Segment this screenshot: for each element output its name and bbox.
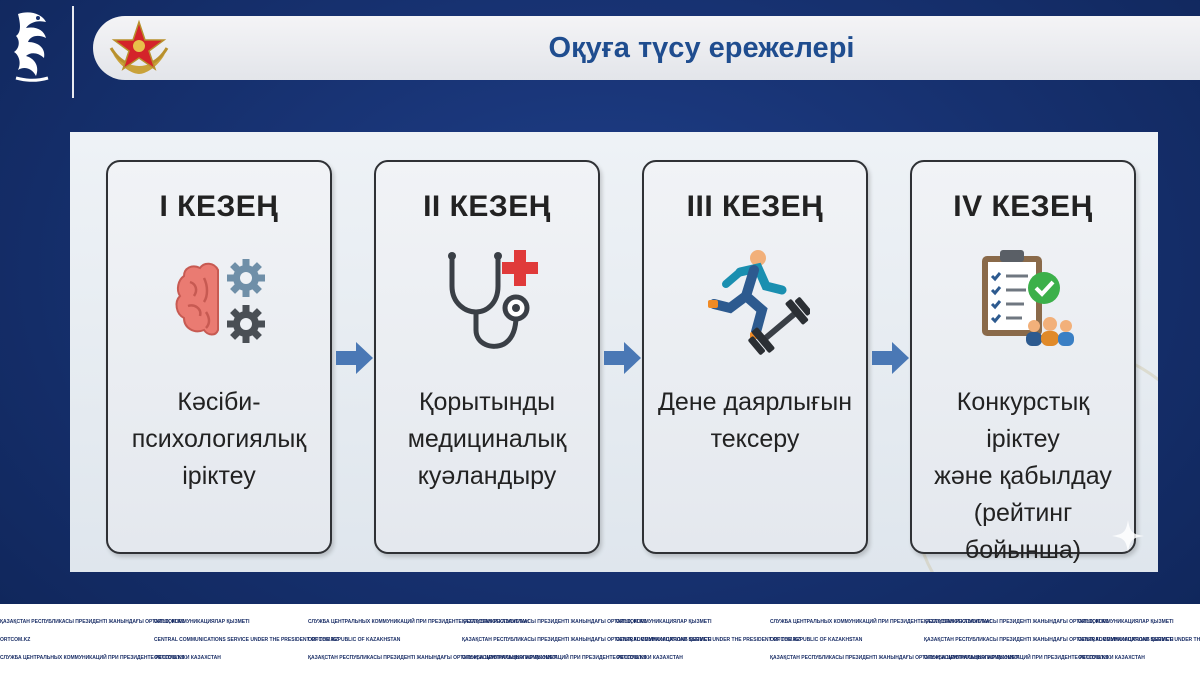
stethoscope-cross-icon xyxy=(432,246,542,356)
arrow-right-icon xyxy=(336,340,374,376)
footer-text: ORTCOM.KZ xyxy=(154,655,185,661)
stage-line: психологиялық xyxy=(131,425,307,453)
header-divider xyxy=(72,6,74,98)
footer-text: СЛУЖБА ЦЕНТРАЛЬНЫХ КОММУНИКАЦИЙ ПРИ ПРЕЗ… xyxy=(0,655,221,661)
sparkle-icon xyxy=(1110,518,1146,554)
stage-description: Кәсіби- психологиялық іріктеу xyxy=(114,384,324,495)
stage-card-2: II КЕЗЕҢ Қорытынды медициналық куәландыр… xyxy=(374,160,600,554)
page-title: Оқуға түсу ережелері xyxy=(548,32,855,64)
stage-card-3: III КЕЗЕҢ Дене даярлығын xyxy=(642,160,868,554)
footer-text: СЛУЖБА ЦЕНТРАЛЬНЫХ КОММУНИКАЦИЙ ПРИ ПРЕЗ… xyxy=(462,655,683,661)
stage-card-4: IV КЕЗЕҢ Конкурстық іріктеу ж xyxy=(910,160,1136,564)
runner-dumbbell-icon xyxy=(700,246,812,356)
footer-text: ORTCOM.KZ xyxy=(1078,619,1109,625)
stage-line: медициналық xyxy=(407,425,567,453)
stage-description: Дене даярлығын тексеру xyxy=(650,384,860,458)
footer-text: CENTRAL COMMUNICATIONS SERVICE UNDER THE… xyxy=(616,637,863,643)
stage-line: Конкурстық іріктеу xyxy=(956,388,1090,453)
footer-text: ҚАЗАҚСТАН РЕСПУБЛИКАСЫ ПРЕЗИДЕНТІ ЖАНЫНД… xyxy=(462,637,712,643)
footer-text: СЛУЖБА ЦЕНТРАЛЬНЫХ КОММУНИКАЦИЙ ПРИ ПРЕЗ… xyxy=(770,619,991,625)
footer-text: ORTCOM.KZ xyxy=(308,637,339,643)
footer-text: ORTCOM.KZ xyxy=(616,619,647,625)
stage-line: куәландыру xyxy=(417,462,557,490)
footer-text: ҚАЗАҚСТАН РЕСПУБЛИКАСЫ ПРЕЗИДЕНТІ ЖАНЫНД… xyxy=(924,637,1174,643)
footer-text: ҚАЗАҚСТАН РЕСПУБЛИКАСЫ ПРЕЗИДЕНТІ ЖАНЫНД… xyxy=(308,655,558,661)
footer-text: ҚАЗАҚСТАН РЕСПУБЛИКАСЫ ПРЕЗИДЕНТІ ЖАНЫНД… xyxy=(462,619,712,625)
stage-line: Кәсіби- xyxy=(177,388,261,416)
footer-text: ORTCOM.KZ xyxy=(1078,655,1109,661)
stage-line: (рейтинг бойынша) xyxy=(964,499,1082,564)
footer-text: ORTCOM.KZ xyxy=(154,619,185,625)
title-bar: Оқуға түсу ережелері xyxy=(93,16,1200,80)
stage-title: III КЕЗЕҢ xyxy=(686,190,824,223)
footer-watermark: ҚАЗАҚСТАН РЕСПУБЛИКАСЫ ПРЕЗИДЕНТІ ЖАНЫНД… xyxy=(0,604,1200,675)
footer-text: CENTRAL COMMUNICATIONS SERVICE UNDER THE… xyxy=(154,637,401,643)
footer-text: ORTCOM.KZ xyxy=(0,637,31,643)
stage-line: тексеру xyxy=(710,425,800,453)
arrow-right-icon xyxy=(872,340,910,376)
stage-title: II КЕЗЕҢ xyxy=(423,190,551,223)
stages-panel: I КЕЗЕҢ xyxy=(70,132,1158,572)
stage-description: Қорытынды медициналық куәландыру xyxy=(382,384,592,495)
footer-text: CENTRAL COMMUNICATIONS SERVICE UNDER THE… xyxy=(1078,637,1200,643)
stage-title: I КЕЗЕҢ xyxy=(159,190,279,223)
stage-line: Қорытынды xyxy=(418,388,556,416)
footer-row: СЛУЖБА ЦЕНТРАЛЬНЫХ КОММУНИКАЦИЙ ПРИ ПРЕЗ… xyxy=(0,656,1200,666)
stage-line: және қабылдау xyxy=(934,462,1112,490)
footer-text: ҚАЗАҚСТАН РЕСПУБЛИКАСЫ ПРЕЗИДЕНТІ ЖАНЫНД… xyxy=(0,619,250,625)
stage-card-1: I КЕЗЕҢ xyxy=(106,160,332,554)
stage-line: Дене даярлығын xyxy=(657,388,853,416)
footer-text: ҚАЗАҚСТАН РЕСПУБЛИКАСЫ ПРЕЗИДЕНТІ ЖАНЫНД… xyxy=(924,619,1174,625)
footer-text: ORTCOM.KZ xyxy=(616,655,647,661)
stage-line: іріктеу xyxy=(182,462,256,490)
stage-title: IV КЕЗЕҢ xyxy=(953,190,1093,223)
stage-description: Конкурстық іріктеу және қабылдау (рейтин… xyxy=(918,384,1128,569)
clipboard-check-people-icon xyxy=(968,246,1078,356)
arrow-right-icon xyxy=(604,340,642,376)
footer-text: СЛУЖБА ЦЕНТРАЛЬНЫХ КОММУНИКАЦИЙ ПРИ ПРЕЗ… xyxy=(924,655,1145,661)
brain-gears-icon xyxy=(164,246,274,356)
footer-text: ORTCOM.KZ xyxy=(770,637,801,643)
star-emblem-icon xyxy=(107,18,171,78)
snow-leopard-logo-icon xyxy=(8,8,56,88)
footer-text: СЛУЖБА ЦЕНТРАЛЬНЫХ КОММУНИКАЦИЙ ПРИ ПРЕЗ… xyxy=(308,619,529,625)
footer-text: ҚАЗАҚСТАН РЕСПУБЛИКАСЫ ПРЕЗИДЕНТІ ЖАНЫНД… xyxy=(770,655,1020,661)
footer-row: ҚАЗАҚСТАН РЕСПУБЛИКАСЫ ПРЕЗИДЕНТІ ЖАНЫНД… xyxy=(0,620,1200,630)
